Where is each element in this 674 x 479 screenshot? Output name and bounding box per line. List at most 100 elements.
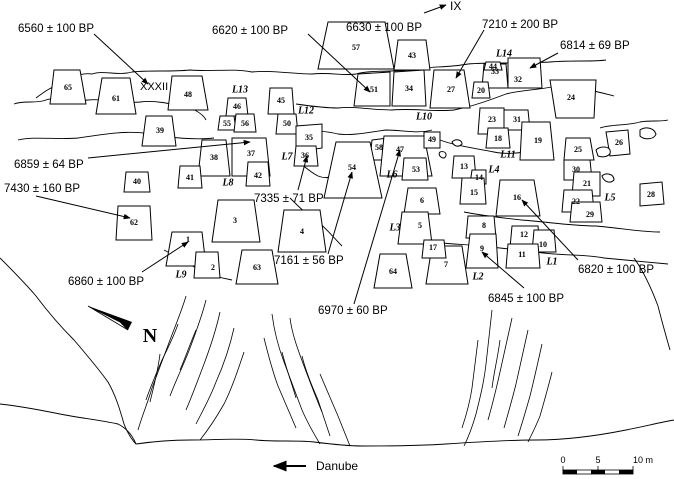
house-number-labels: 57 43 51 34 27 33 32 20 24 65 61 48 46 5… — [64, 43, 655, 276]
house-18 — [485, 127, 511, 149]
house-2 — [193, 251, 221, 279]
label-34: 34 — [405, 84, 413, 93]
house-44 — [483, 61, 503, 71]
label-61: 61 — [112, 94, 120, 103]
label-4: 4 — [300, 227, 304, 236]
house-43 — [393, 39, 431, 71]
river-label: Danube — [316, 459, 358, 473]
label-53: 53 — [412, 165, 420, 174]
house-20 — [471, 81, 491, 99]
date-6620: 6620 ± 100 BP — [212, 25, 288, 37]
label-16: 16 — [513, 193, 521, 202]
label-64: 64 — [389, 267, 397, 276]
label-25: 25 — [574, 145, 582, 154]
house-53 — [401, 157, 429, 181]
label-2: 2 — [211, 263, 215, 272]
north-label: N — [143, 325, 158, 347]
label-6: 6 — [420, 196, 424, 205]
house-54 — [323, 141, 383, 199]
house-35 — [295, 123, 323, 153]
label-11: 11 — [518, 250, 526, 259]
slope-gullies — [137, 295, 553, 447]
label-5: 5 — [418, 221, 422, 230]
label-30: 30 — [572, 165, 580, 174]
label-31: 31 — [513, 115, 521, 124]
arrow-7335 — [297, 155, 309, 191]
arrow-6970 — [353, 149, 401, 305]
date-7430: 7430 ± 160 BP — [4, 183, 80, 195]
house-64 — [373, 253, 413, 289]
label-L3: L3 — [388, 222, 400, 233]
date-6970: 6970 ± 60 BP — [318, 305, 388, 317]
label-37: 37 — [247, 149, 255, 158]
date-6860: 6860 ± 100 BP — [68, 276, 144, 288]
arrow-6860 — [141, 241, 189, 273]
label-18: 18 — [494, 134, 502, 143]
label-L2: L2 — [471, 271, 483, 282]
river-indicator: Danube — [272, 459, 358, 473]
arrow-6845 — [481, 251, 525, 289]
label-47: 47 — [396, 145, 404, 154]
date-7210: 7210 ± 200 BP — [482, 19, 558, 31]
label-27: 27 — [447, 85, 455, 94]
label-38: 38 — [210, 153, 218, 162]
label-15: 15 — [470, 188, 478, 197]
label-L10: L10 — [415, 111, 432, 122]
label-26: 26 — [615, 138, 623, 147]
label-57: 57 — [352, 43, 360, 52]
arrow-6620 — [307, 33, 371, 93]
label-10: 10 — [539, 240, 547, 249]
cluster-labels: L14 L13 L12 L10 L11 L7 L8 L6 L4 L5 L3 L2… — [174, 48, 615, 282]
scale-tick-10: 10 m — [633, 455, 653, 465]
stone-scatter — [438, 127, 657, 183]
date-6859: 6859 ± 64 BP — [14, 159, 84, 171]
arrow-6814 — [529, 52, 559, 69]
date-7335: 7335 ± 71 BP — [254, 193, 324, 205]
house-19 — [519, 121, 555, 161]
house-5 — [397, 211, 433, 245]
label-35: 35 — [305, 133, 313, 142]
label-54: 54 — [348, 163, 356, 172]
arrow-7161 — [327, 171, 353, 255]
date-labels: 6560 ± 100 BP 6620 ± 100 BP 6630 ± 100 B… — [4, 19, 654, 317]
house-27 — [429, 69, 471, 109]
label-L5: L5 — [603, 192, 615, 203]
label-7: 7 — [444, 260, 448, 269]
house-51 — [353, 71, 391, 107]
label-L9: L9 — [174, 269, 186, 280]
date-6845: 6845 ± 100 BP — [488, 293, 564, 305]
house-65 — [49, 69, 87, 105]
arrow-7430 — [35, 195, 131, 220]
label-13: 13 — [460, 162, 468, 171]
label-L12: L12 — [297, 105, 314, 116]
label-23: 23 — [488, 115, 496, 124]
house-63 — [235, 249, 279, 285]
house-29 — [569, 201, 603, 223]
house-39 — [141, 115, 177, 147]
label-L11: L11 — [499, 149, 516, 160]
house-24 — [549, 79, 597, 119]
scale-bar: 0 5 10 m — [560, 455, 653, 475]
house-28 — [639, 181, 665, 207]
date-6814: 6814 ± 69 BP — [560, 40, 630, 52]
marker-xxxii: XXXII — [140, 81, 168, 93]
label-55: 55 — [223, 119, 231, 128]
label-41: 41 — [186, 173, 194, 182]
date-6630: 6630 ± 100 BP — [346, 22, 422, 34]
label-65: 65 — [64, 83, 72, 92]
label-40: 40 — [133, 177, 141, 186]
house-15 — [459, 177, 487, 205]
label-14: 14 — [475, 173, 483, 182]
label-8: 8 — [482, 221, 486, 230]
house-48 — [167, 75, 209, 111]
label-L13: L13 — [231, 84, 248, 95]
label-L14: L14 — [495, 48, 512, 59]
house-49 — [423, 131, 441, 149]
label-48: 48 — [184, 90, 192, 99]
label-33: 33 — [491, 67, 499, 76]
arrow-ix — [423, 4, 447, 14]
label-46: 46 — [233, 102, 241, 111]
north-arrow: N — [87, 305, 158, 347]
label-51: 51 — [370, 85, 378, 94]
house-6 — [403, 187, 441, 215]
